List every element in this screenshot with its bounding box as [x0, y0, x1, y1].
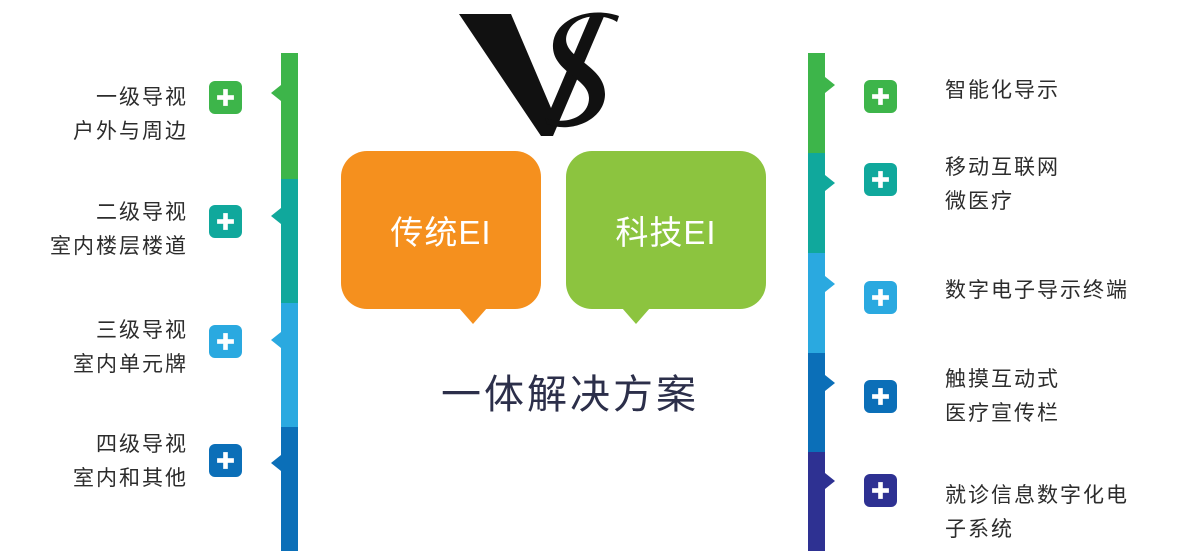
tech-ei-bubble: 科技EI [566, 151, 766, 309]
traditional-ei-label: 传统EI [390, 214, 492, 251]
left-timeline-segment-1 [281, 53, 298, 179]
left-item-label-1: 一级导视 户外与周边 [73, 85, 188, 143]
plus-icon [217, 89, 234, 106]
left-notch-4 [271, 455, 281, 471]
left-timeline-segment-2 [281, 179, 298, 303]
right-item-label-2: 移动互联网 微医疗 [945, 155, 1060, 213]
plus-icon [872, 88, 889, 105]
left-timeline-segment-3 [281, 303, 298, 427]
left-item-label-3: 三级导视 室内单元牌 [73, 318, 188, 376]
solution-subtitle: 一体解决方案 [441, 372, 699, 418]
right-item-label-3: 数字电子导示终端 [945, 278, 1129, 302]
vs-logo [459, 12, 619, 136]
plus-icon [872, 388, 889, 405]
right-item-plus-button-2[interactable] [864, 163, 897, 196]
plus-icon [217, 213, 234, 230]
right-timeline-segment-3 [808, 253, 825, 353]
right-notch-4 [825, 375, 835, 391]
right-timeline-segment-5 [808, 452, 825, 551]
right-item-label-4: 触摸互动式 医疗宣传栏 [945, 367, 1060, 425]
plus-icon [217, 333, 234, 350]
left-item-plus-button-4[interactable] [209, 444, 242, 477]
left-notch-3 [271, 332, 281, 348]
right-notch-5 [825, 473, 835, 489]
left-item-label-4: 四级导视 室内和其他 [73, 432, 188, 490]
right-timeline-segment-2 [808, 153, 825, 253]
right-item-plus-button-4[interactable] [864, 380, 897, 413]
right-item-label-1: 智能化导示 [945, 78, 1060, 102]
tech-ei-label: 科技EI [615, 214, 717, 251]
traditional-ei-bubble-tail [459, 308, 487, 324]
plus-icon [872, 289, 889, 306]
right-notch-1 [825, 77, 835, 93]
left-notch-1 [271, 85, 281, 101]
right-notch-2 [825, 175, 835, 191]
left-item-plus-button-3[interactable] [209, 325, 242, 358]
plus-icon [217, 452, 234, 469]
right-item-plus-button-5[interactable] [864, 474, 897, 507]
left-notch-2 [271, 208, 281, 224]
right-item-plus-button-1[interactable] [864, 80, 897, 113]
right-item-plus-button-3[interactable] [864, 281, 897, 314]
tech-ei-bubble-tail [622, 308, 650, 324]
left-item-plus-button-2[interactable] [209, 205, 242, 238]
left-item-label-2: 二级导视 室内楼层楼道 [50, 200, 188, 258]
right-timeline-segment-4 [808, 353, 825, 452]
right-item-label-5: 就诊信息数字化电 子系统 [945, 483, 1129, 541]
right-notch-3 [825, 276, 835, 292]
plus-icon [872, 171, 889, 188]
plus-icon [872, 482, 889, 499]
right-timeline-segment-1 [808, 53, 825, 153]
left-item-plus-button-1[interactable] [209, 81, 242, 114]
traditional-ei-bubble: 传统EI [341, 151, 541, 309]
left-timeline-segment-4 [281, 427, 298, 551]
